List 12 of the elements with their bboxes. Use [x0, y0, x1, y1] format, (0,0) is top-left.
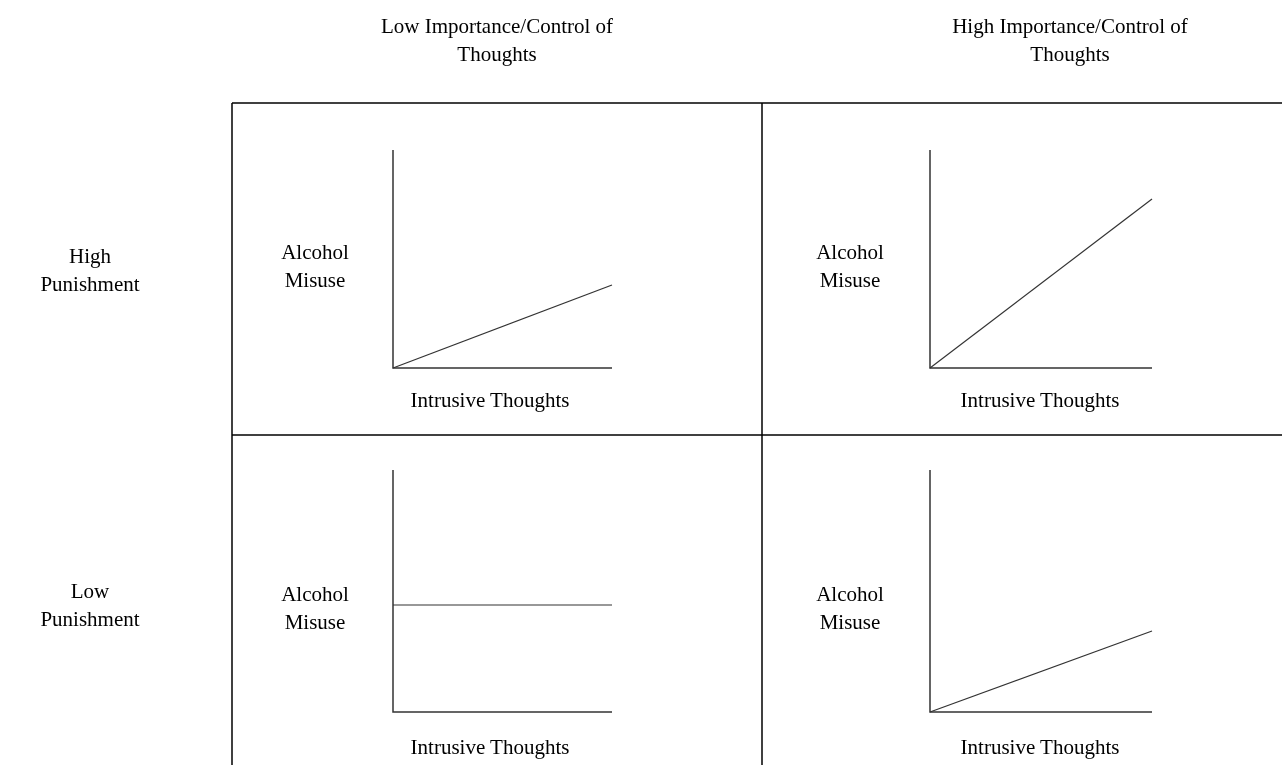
column-header: High Importance/Control of Thoughts: [951, 13, 1189, 68]
axis-label: Alcohol Misuse: [815, 239, 885, 294]
axis-label: Intrusive Thoughts: [959, 734, 1121, 761]
axis-label: Intrusive Thoughts: [409, 734, 571, 761]
column-header: Low Importance/Control of Thoughts: [379, 13, 615, 68]
axis-label: Intrusive Thoughts: [959, 387, 1121, 414]
axis-label: Alcohol Misuse: [815, 581, 885, 636]
row-header: High Punishment: [39, 243, 141, 298]
axis-label: Alcohol Misuse: [280, 581, 350, 636]
row-header: Low Punishment: [39, 578, 141, 633]
axis-label: Intrusive Thoughts: [409, 387, 571, 414]
axis-label: Alcohol Misuse: [280, 239, 350, 294]
